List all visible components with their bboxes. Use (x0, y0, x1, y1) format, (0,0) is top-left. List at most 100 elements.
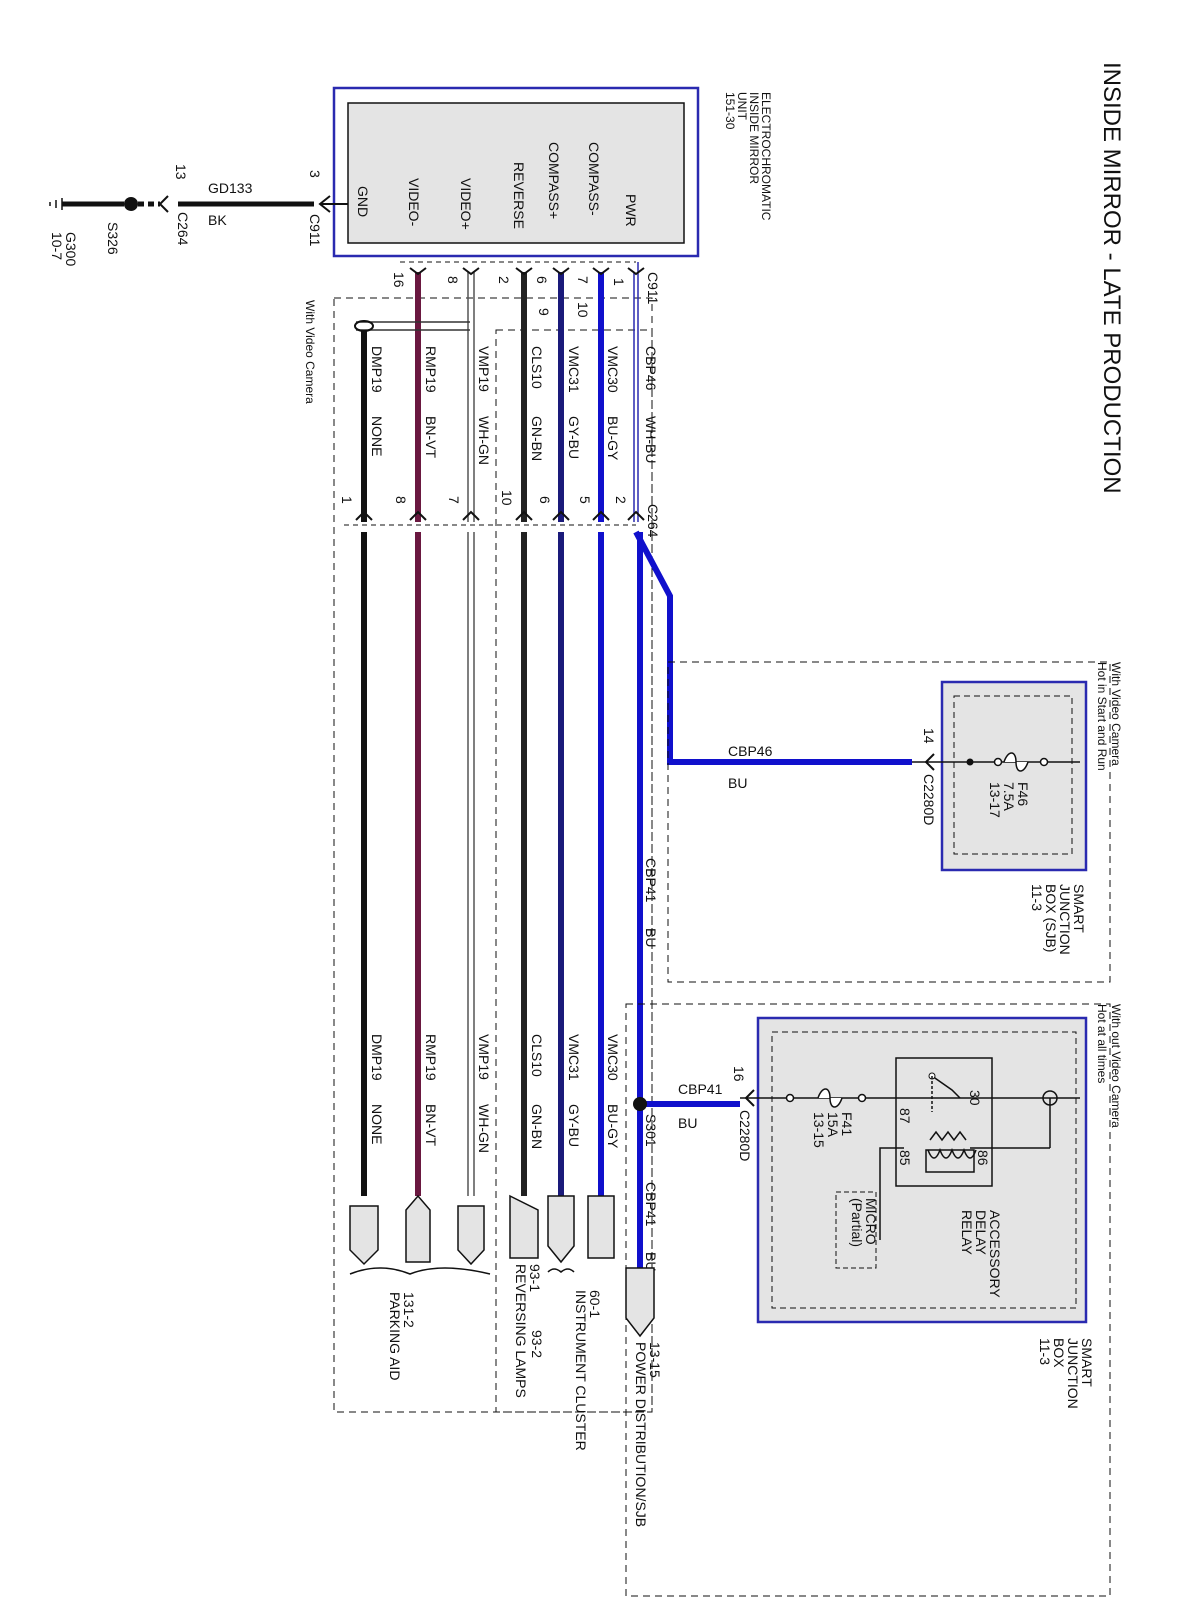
micro-relay-box (835, 1191, 877, 1269)
svg-text:7.5A: 7.5A (1001, 782, 1017, 811)
fuse-f41-symbol (817, 1088, 843, 1108)
sjb-novideo-condition: With out Video Camera Hot at all times (1095, 1004, 1123, 1128)
wire-cbp46-upper (633, 262, 639, 522)
sjb-video-box (940, 680, 1088, 872)
svg-text:BOX: BOX (1051, 1338, 1067, 1368)
c911-pin-6: 6 (534, 276, 550, 284)
bracket-parking (349, 1267, 491, 1275)
mirror-unit-label: ELECTROCHROMATIC INSIDE MIRROR UNIT 151-… (723, 92, 773, 221)
option-video-label: With Video Camera (303, 300, 317, 404)
c911-pin-2: 2 (496, 276, 512, 284)
diagram-title-group: INSIDE MIRROR - LATE PRODUCTION (1098, 62, 1125, 494)
c911-pin-9: 9 (536, 308, 552, 316)
c911-pin-16: 16 (391, 272, 407, 288)
svg-text:7: 7 (446, 496, 462, 504)
svg-text:11-3: 11-3 (1029, 884, 1045, 911)
relay-pin-85: 85 (897, 1150, 913, 1166)
svg-text:S326: S326 (105, 222, 121, 255)
svg-text:16: 16 (731, 1066, 747, 1082)
svg-text:VIDEO+: VIDEO+ (458, 178, 474, 230)
c264-ground-label: C264 (175, 212, 191, 246)
f46-node-b (993, 757, 1003, 767)
dest-vmc30-connector (587, 1195, 615, 1259)
splice-s326 (124, 197, 138, 211)
svg-text:BU-GY: BU-GY (605, 1104, 621, 1149)
c264-ground-arrow (158, 195, 169, 213)
svg-text:1: 1 (339, 496, 355, 504)
svg-text:6: 6 (537, 496, 553, 504)
wire-vmp19-lower (467, 532, 475, 1196)
dmp19-shield-loop (354, 320, 374, 332)
svg-text:VIDEO-: VIDEO- (406, 178, 422, 227)
svg-text:DELAY: DELAY (973, 1210, 989, 1256)
svg-text:With Video Camera: With Video Camera (303, 300, 317, 404)
c264-arrow-7 (462, 510, 480, 521)
splice-s326-label: S326 (105, 222, 121, 255)
relay-pin-86: 86 (975, 1150, 991, 1166)
c264-arrow-8 (409, 510, 427, 521)
svg-text:6: 6 (534, 276, 550, 284)
svg-text:13-17: 13-17 (987, 782, 1003, 818)
svg-text:13-15: 13-15 (647, 1342, 663, 1378)
option-box-sjb-without-video (625, 1003, 1111, 1597)
relay-coil-frame (925, 1149, 975, 1173)
sjb-novideo-inner (771, 1031, 1077, 1309)
mirror-unit-frame (332, 86, 700, 258)
svg-text:C911: C911 (307, 214, 323, 247)
svg-text:POWER DISTRIBUTION/SJB: POWER DISTRIBUTION/SJB (633, 1342, 649, 1527)
pin-video-pos: VIDEO+ (458, 178, 474, 230)
svg-text:C264: C264 (645, 504, 661, 538)
f41-node-b (857, 1093, 867, 1103)
svg-text:13-15: 13-15 (811, 1112, 827, 1148)
c911-label: C911 (645, 272, 661, 305)
svg-text:2: 2 (496, 276, 512, 284)
mirror-name-2: INSIDE MIRROR (747, 92, 761, 184)
pin-compass-pos: COMPASS+ (546, 142, 562, 219)
c264-label: C264 (645, 504, 661, 538)
c264-ground-pin: 13 (173, 164, 189, 180)
svg-text:10-7: 10-7 (49, 232, 65, 260)
mirror-name-4: 151-30 (723, 92, 737, 130)
svg-text:PARKING AID: PARKING AID (387, 1292, 403, 1380)
svg-text:WH-BU: WH-BU (643, 416, 659, 463)
c264-pin-2: 2 (613, 496, 629, 504)
wire-cbp46-to-sjb (633, 530, 912, 765)
relay-contact (931, 1075, 961, 1099)
svg-text:S301: S301 (643, 1114, 659, 1147)
svg-text:JUNCTION: JUNCTION (1065, 1338, 1081, 1409)
svg-text:CBP41: CBP41 (643, 1182, 659, 1227)
svg-text:RELAY: RELAY (959, 1210, 975, 1256)
svg-text:VMP19: VMP19 (476, 1034, 492, 1080)
svg-text:60-1: 60-1 (587, 1290, 603, 1318)
label-bu-sjb2: BU (678, 1115, 697, 1131)
c2280d-label-b: C2280D (737, 1110, 753, 1161)
svg-text:10: 10 (499, 490, 515, 506)
svg-text:CLS10: CLS10 (529, 1034, 545, 1077)
svg-text:GY-BU: GY-BU (566, 1104, 582, 1147)
svg-text:PWR: PWR (623, 194, 639, 227)
label-cbp41-sjb: CBP41 (678, 1081, 723, 1097)
dest-cluster-label: 60-1 INSTRUMENT CLUSTER (573, 1290, 603, 1451)
svg-text:BU: BU (643, 928, 659, 947)
svg-text:VMC30: VMC30 (605, 1034, 621, 1081)
splice-s301 (633, 1097, 647, 1111)
svg-text:8: 8 (445, 276, 461, 284)
svg-text:16: 16 (391, 272, 407, 288)
c264-pin-7: 7 (446, 496, 462, 504)
c911-pin-7: 7 (575, 276, 591, 284)
mirror-name-1: ELECTROCHROMATIC (759, 92, 773, 221)
svg-text:8: 8 (393, 496, 409, 504)
svg-text:CBP46: CBP46 (643, 346, 659, 391)
pin-video-neg: VIDEO- (406, 178, 422, 227)
svg-text:85: 85 (897, 1150, 913, 1166)
fuse-f41-label: F41 15A 13-15 (811, 1112, 855, 1148)
ground-point-label: G300 10-7 (49, 232, 79, 266)
dest-vmp19-connector (457, 1205, 485, 1266)
option-box-video (333, 297, 653, 1413)
